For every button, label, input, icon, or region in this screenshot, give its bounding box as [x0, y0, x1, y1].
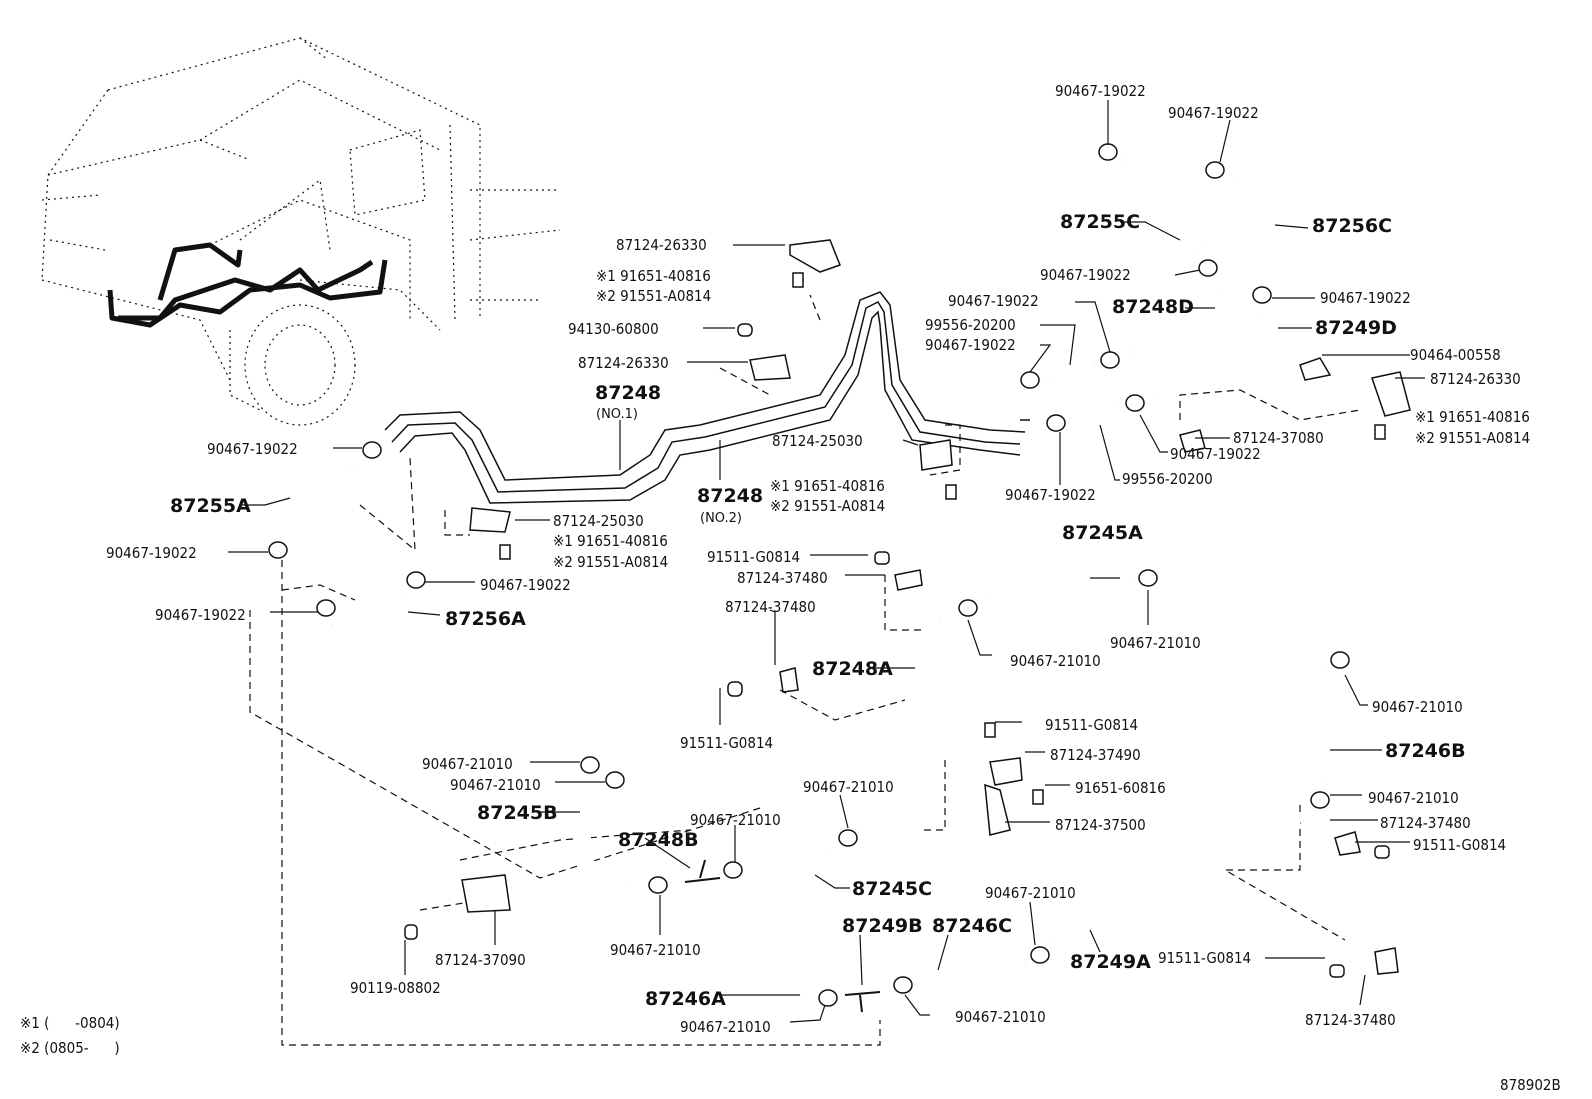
label-90467-21010: 90467-21010 — [610, 941, 701, 959]
label-90467-21010: 90467-21010 — [422, 755, 513, 773]
label-87255C: 87255C — [1060, 211, 1140, 233]
label-90467-21010: 90467-21010 — [1110, 634, 1201, 652]
pipe-87248 — [384, 291, 1030, 504]
label-90467-19022: 90467-19022 — [155, 606, 246, 624]
label-87245B: 87245B — [477, 802, 558, 824]
label-90467-21010: 90467-21010 — [955, 1008, 1046, 1026]
part-labels: 90467-19022 90467-19022 87255C 87256C 90… — [20, 82, 1561, 1094]
label-87124-37080: 87124-37080 — [1233, 429, 1324, 447]
label-87248-no2: (NO.2) — [700, 511, 742, 526]
label-90464-00558: 90464-00558 — [1410, 346, 1501, 364]
label-91651-40816: ※1 91651-40816 — [553, 532, 668, 550]
label-90467-19022: 90467-19022 — [948, 292, 1039, 310]
label-91511-G0814: 91511-G0814 — [1045, 716, 1138, 734]
label-91551-A0814: ※2 91551-A0814 — [596, 287, 711, 305]
label-87124-37480: 87124-37480 — [737, 569, 828, 587]
label-87124-37500: 87124-37500 — [1055, 816, 1146, 834]
label-90467-21010: 90467-21010 — [680, 1018, 771, 1036]
footnote-2: ※2 (0805- ) — [20, 1039, 120, 1057]
label-87124-26330: 87124-26330 — [1430, 370, 1521, 388]
label-90467-19022: 90467-19022 — [1320, 289, 1411, 307]
label-87246A: 87246A — [645, 988, 726, 1010]
label-91651-40816: ※1 91651-40816 — [770, 477, 885, 495]
label-91511-G0814: 91511-G0814 — [707, 548, 800, 566]
label-87248D: 87248D — [1112, 296, 1194, 318]
label-87124-25030: 87124-25030 — [772, 432, 863, 450]
label-90119-08802: 90119-08802 — [350, 979, 441, 997]
label-87248: 87248 — [697, 485, 763, 507]
label-90467-19022: 90467-19022 — [1170, 445, 1261, 463]
label-91651-60816: 91651-60816 — [1075, 779, 1166, 797]
label-90467-19022: 90467-19022 — [925, 336, 1016, 354]
label-90467-19022: 90467-19022 — [207, 440, 298, 458]
label-90467-21010: 90467-21010 — [1368, 789, 1459, 807]
label-91551-A0814: ※2 91551-A0814 — [553, 553, 668, 571]
label-87245C: 87245C — [852, 878, 932, 900]
label-87245A: 87245A — [1062, 522, 1143, 544]
label-91651-40816: ※1 91651-40816 — [1415, 408, 1530, 426]
label-90467-19022: 90467-19022 — [1040, 266, 1131, 284]
leader-lines — [228, 100, 1425, 1023]
label-87256A: 87256A — [445, 608, 526, 630]
label-87248B: 87248B — [618, 829, 699, 851]
label-87124-26330: 87124-26330 — [616, 236, 707, 254]
label-90467-19022: 90467-19022 — [1168, 104, 1259, 122]
label-91551-A0814: ※2 91551-A0814 — [1415, 429, 1530, 447]
label-87255A: 87255A — [170, 495, 251, 517]
label-90467-19022: 90467-19022 — [480, 576, 571, 594]
label-87124-37480: 87124-37480 — [725, 598, 816, 616]
label-87249B: 87249B — [842, 915, 923, 937]
label-90467-21010: 90467-21010 — [450, 776, 541, 794]
label-87248: 87248 — [595, 382, 661, 404]
dashed-reference-lines — [249, 294, 1361, 1046]
label-90467-21010: 90467-21010 — [985, 884, 1076, 902]
truck-illustration — [41, 37, 561, 426]
label-94130-60800: 94130-60800 — [568, 320, 659, 338]
hoses — [271, 152, 1335, 1013]
label-87124-37480: 87124-37480 — [1380, 814, 1471, 832]
diagram-code: 878902B — [1500, 1076, 1561, 1094]
label-91551-A0814: ※2 91551-A0814 — [770, 497, 885, 515]
label-90467-21010: 90467-21010 — [1372, 698, 1463, 716]
label-87124-26330: 87124-26330 — [578, 354, 669, 372]
label-90467-19022: 90467-19022 — [106, 544, 197, 562]
label-87249A: 87249A — [1070, 951, 1151, 973]
label-87246B: 87246B — [1385, 740, 1466, 762]
label-87256C: 87256C — [1312, 215, 1392, 237]
label-90467-19022: 90467-19022 — [1005, 486, 1096, 504]
label-91511-G0814: 91511-G0814 — [680, 734, 773, 752]
label-99556-20200: 99556-20200 — [1122, 470, 1213, 488]
label-90467-21010: 90467-21010 — [1010, 652, 1101, 670]
label-87124-25030: 87124-25030 — [553, 512, 644, 530]
label-99556-20200: 99556-20200 — [925, 316, 1016, 334]
label-87249D: 87249D — [1315, 317, 1397, 339]
label-91511-G0814: 91511-G0814 — [1158, 949, 1251, 967]
label-87124-37480: 87124-37480 — [1305, 1011, 1396, 1029]
clamps-and-brackets — [268, 143, 1411, 1007]
label-87124-37490: 87124-37490 — [1050, 746, 1141, 764]
label-87248A: 87248A — [812, 658, 893, 680]
label-90467-21010: 90467-21010 — [803, 778, 894, 796]
label-91511-G0814: 91511-G0814 — [1413, 836, 1506, 854]
label-90467-21010: 90467-21010 — [690, 811, 781, 829]
label-90467-19022: 90467-19022 — [1055, 82, 1146, 100]
label-91651-40816: ※1 91651-40816 — [596, 267, 711, 285]
label-87248-no1: (NO.1) — [596, 407, 638, 422]
label-87246C: 87246C — [932, 915, 1012, 937]
footnote-1: ※1 ( -0804) — [20, 1014, 120, 1032]
label-87124-37090: 87124-37090 — [435, 951, 526, 969]
